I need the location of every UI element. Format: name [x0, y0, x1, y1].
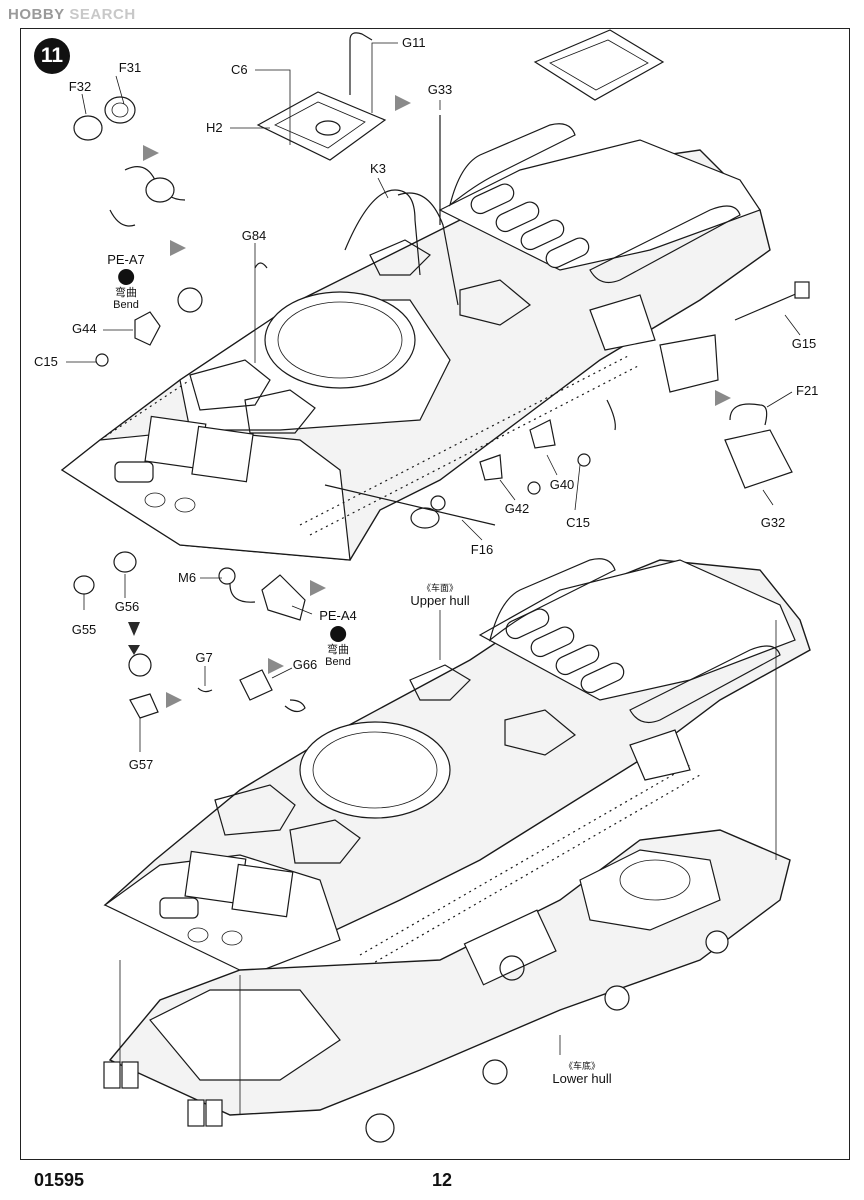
upper-hull-stowage-bins [448, 123, 741, 283]
middle-loose-parts [73, 95, 731, 719]
label-g84: G84 [241, 228, 267, 243]
label-f16: F16 [470, 542, 494, 557]
instruction-frame [20, 28, 850, 1160]
page-number: 12 [432, 1170, 453, 1190]
bend-note-cn: 弯曲 [114, 287, 137, 299]
lower-hull-note-cn: 《车底》 [563, 1061, 601, 1071]
label-g15: G15 [791, 336, 817, 351]
label-g32: G32 [760, 515, 786, 530]
bend-note-pe-a7: 弯曲 Bend [113, 269, 139, 311]
step-number-badge: 11 [34, 38, 70, 74]
label-g42: G42 [504, 501, 530, 516]
label-g7: G7 [195, 650, 213, 665]
label-g11: G11 [402, 35, 426, 50]
tow-hooks [103, 1061, 223, 1127]
label-pe-a4: PE-A4 [319, 608, 357, 623]
bend-note-en: Bend [113, 299, 139, 311]
label-g66: G66 [292, 657, 318, 672]
label-f32: F32 [68, 79, 92, 94]
bend-note-cn: 弯曲 [326, 644, 349, 656]
label-c15-left: C15 [34, 354, 58, 369]
label-h2: H2 [206, 120, 223, 135]
bend-note-pe-a4: 弯曲 Bend [325, 626, 351, 668]
label-m6: M6 [178, 570, 197, 585]
hobbysearch-watermark: HOBBY SEARCH [8, 4, 136, 24]
label-k3: K3 [370, 161, 386, 176]
upper-hull-note-en: Upper hull [410, 593, 470, 608]
upper-hull-note-cn: 《车面》 [421, 583, 459, 593]
bend-icon [117, 269, 134, 285]
label-f31: F31 [118, 60, 142, 75]
label-g33: G33 [427, 82, 453, 97]
label-g55: G55 [71, 622, 97, 637]
label-f21: F21 [796, 383, 819, 398]
lower-hull-note: 《车底》 Lower hull [552, 1058, 611, 1086]
bend-note-en: Bend [325, 656, 351, 668]
label-g44: G44 [72, 321, 97, 336]
label-g57: G57 [128, 757, 154, 772]
label-g56: G56 [114, 599, 140, 614]
kit-number: 01595 [34, 1170, 85, 1190]
watermark-logo: HOBBY SEARCH [8, 5, 136, 23]
label-c6: C6 [231, 62, 248, 77]
bend-icon [329, 626, 346, 642]
lower-hull-note-en: Lower hull [552, 1071, 612, 1086]
road-wheel-hubs [365, 930, 729, 1143]
leader-lines [66, 42, 801, 752]
upper-hull-note: 《车面》 Upper hull [410, 580, 469, 608]
label-g40: G40 [549, 477, 575, 492]
upper-hull-top-illustration [60, 123, 771, 561]
label-pe-a7: PE-A7 [107, 252, 145, 267]
full-hull-illustration [103, 558, 811, 1143]
lower-stowage-bins [488, 558, 781, 723]
label-c15-right: C15 [566, 515, 590, 530]
